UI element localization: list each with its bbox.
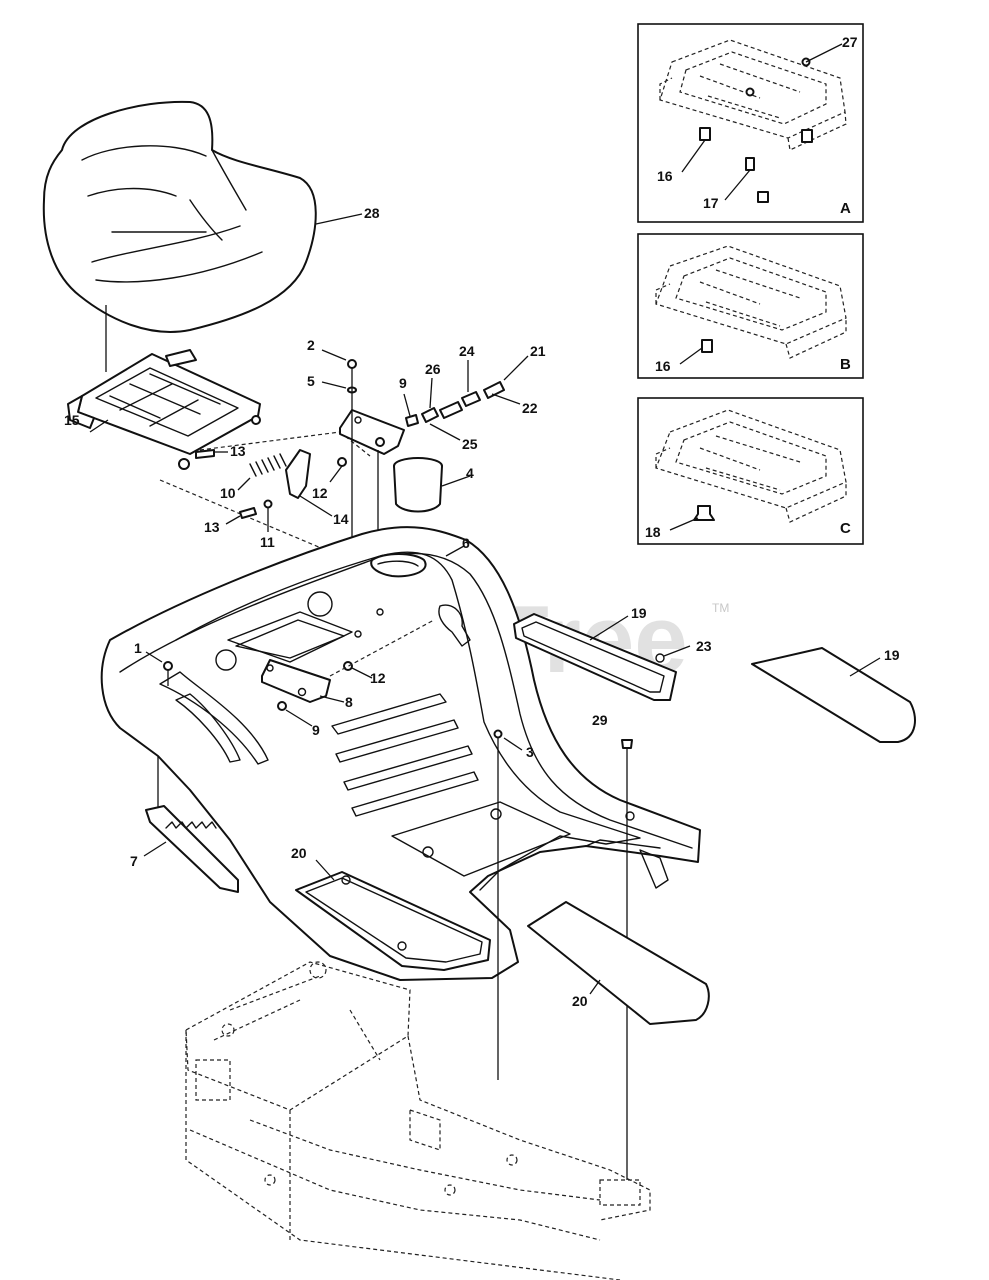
callout-22: 21	[530, 343, 546, 359]
inset-letter-c: C	[840, 520, 851, 537]
mat-19-loose: 19	[751, 647, 916, 743]
callout-5: 5	[307, 373, 315, 389]
callout-17: 17	[703, 195, 719, 211]
inset-letter-a: A	[840, 200, 851, 217]
inset-b-frame	[637, 233, 864, 379]
callout-20a: 20	[291, 845, 307, 861]
mat-20-installed: 20	[291, 845, 491, 971]
callout-26: 26	[425, 361, 441, 377]
lower-bracket: 12 8 9	[261, 619, 435, 738]
callout-27: 27	[842, 34, 858, 50]
callout-12a: 12	[312, 485, 328, 501]
callout-2: 2	[307, 337, 315, 353]
inset-c: 18 C	[637, 397, 864, 545]
callout-8: 8	[345, 694, 353, 710]
callout-14: 14	[333, 511, 349, 527]
callout-29: 29	[592, 712, 608, 728]
screw-1: 1	[134, 640, 173, 686]
callout-10: 10	[220, 485, 236, 501]
watermark-trademark: TM	[712, 601, 729, 615]
callout-12b: 12	[370, 670, 386, 686]
callout-20b: 20	[572, 993, 588, 1009]
callout-6: 6	[462, 535, 470, 551]
callout-28: 28	[364, 205, 380, 221]
callout-21: 23	[696, 638, 712, 654]
callout-9b: 9	[312, 722, 320, 738]
inset-a: 27 16 17 A	[637, 23, 864, 223]
callout-25: 25	[462, 436, 478, 452]
callout-19a: 19	[631, 605, 647, 621]
callout-15: 15	[64, 412, 80, 428]
screw-3: 3	[493, 729, 534, 1080]
callout-7: 7	[130, 853, 138, 869]
callout-1: 1	[134, 640, 142, 656]
chassis-frame	[185, 961, 651, 1280]
bracket-7: 7	[130, 756, 239, 893]
mat-20-loose: 20	[527, 901, 710, 1025]
callout-18: 18	[645, 524, 661, 540]
callout-13b: 13	[204, 519, 220, 535]
callout-13a: 13	[230, 443, 246, 459]
cup-holder: 4	[377, 450, 474, 550]
inset-b: 16 B	[637, 233, 864, 379]
mat-19-installed: 19 23	[513, 605, 712, 701]
seat-adjust-hardware: 10 14 11 13 12	[204, 449, 349, 550]
inset-letter-b: B	[840, 356, 851, 373]
callout-4: 4	[466, 465, 474, 481]
seat: 28	[42, 100, 380, 372]
callout-23: 22	[522, 400, 538, 416]
callout-19b: 19	[884, 647, 900, 663]
seat-pan: 15 13	[64, 349, 371, 557]
callout-9a: 9	[399, 375, 407, 391]
callout-16b: 16	[655, 358, 671, 374]
callout-11: 11	[260, 534, 275, 550]
inset-c-frame	[637, 397, 864, 545]
callout-3: 3	[526, 744, 534, 760]
inset-a-frame	[637, 23, 864, 223]
callout-16: 16	[657, 168, 673, 184]
fender-body: 6	[100, 526, 701, 981]
callout-24: 24	[459, 343, 475, 359]
